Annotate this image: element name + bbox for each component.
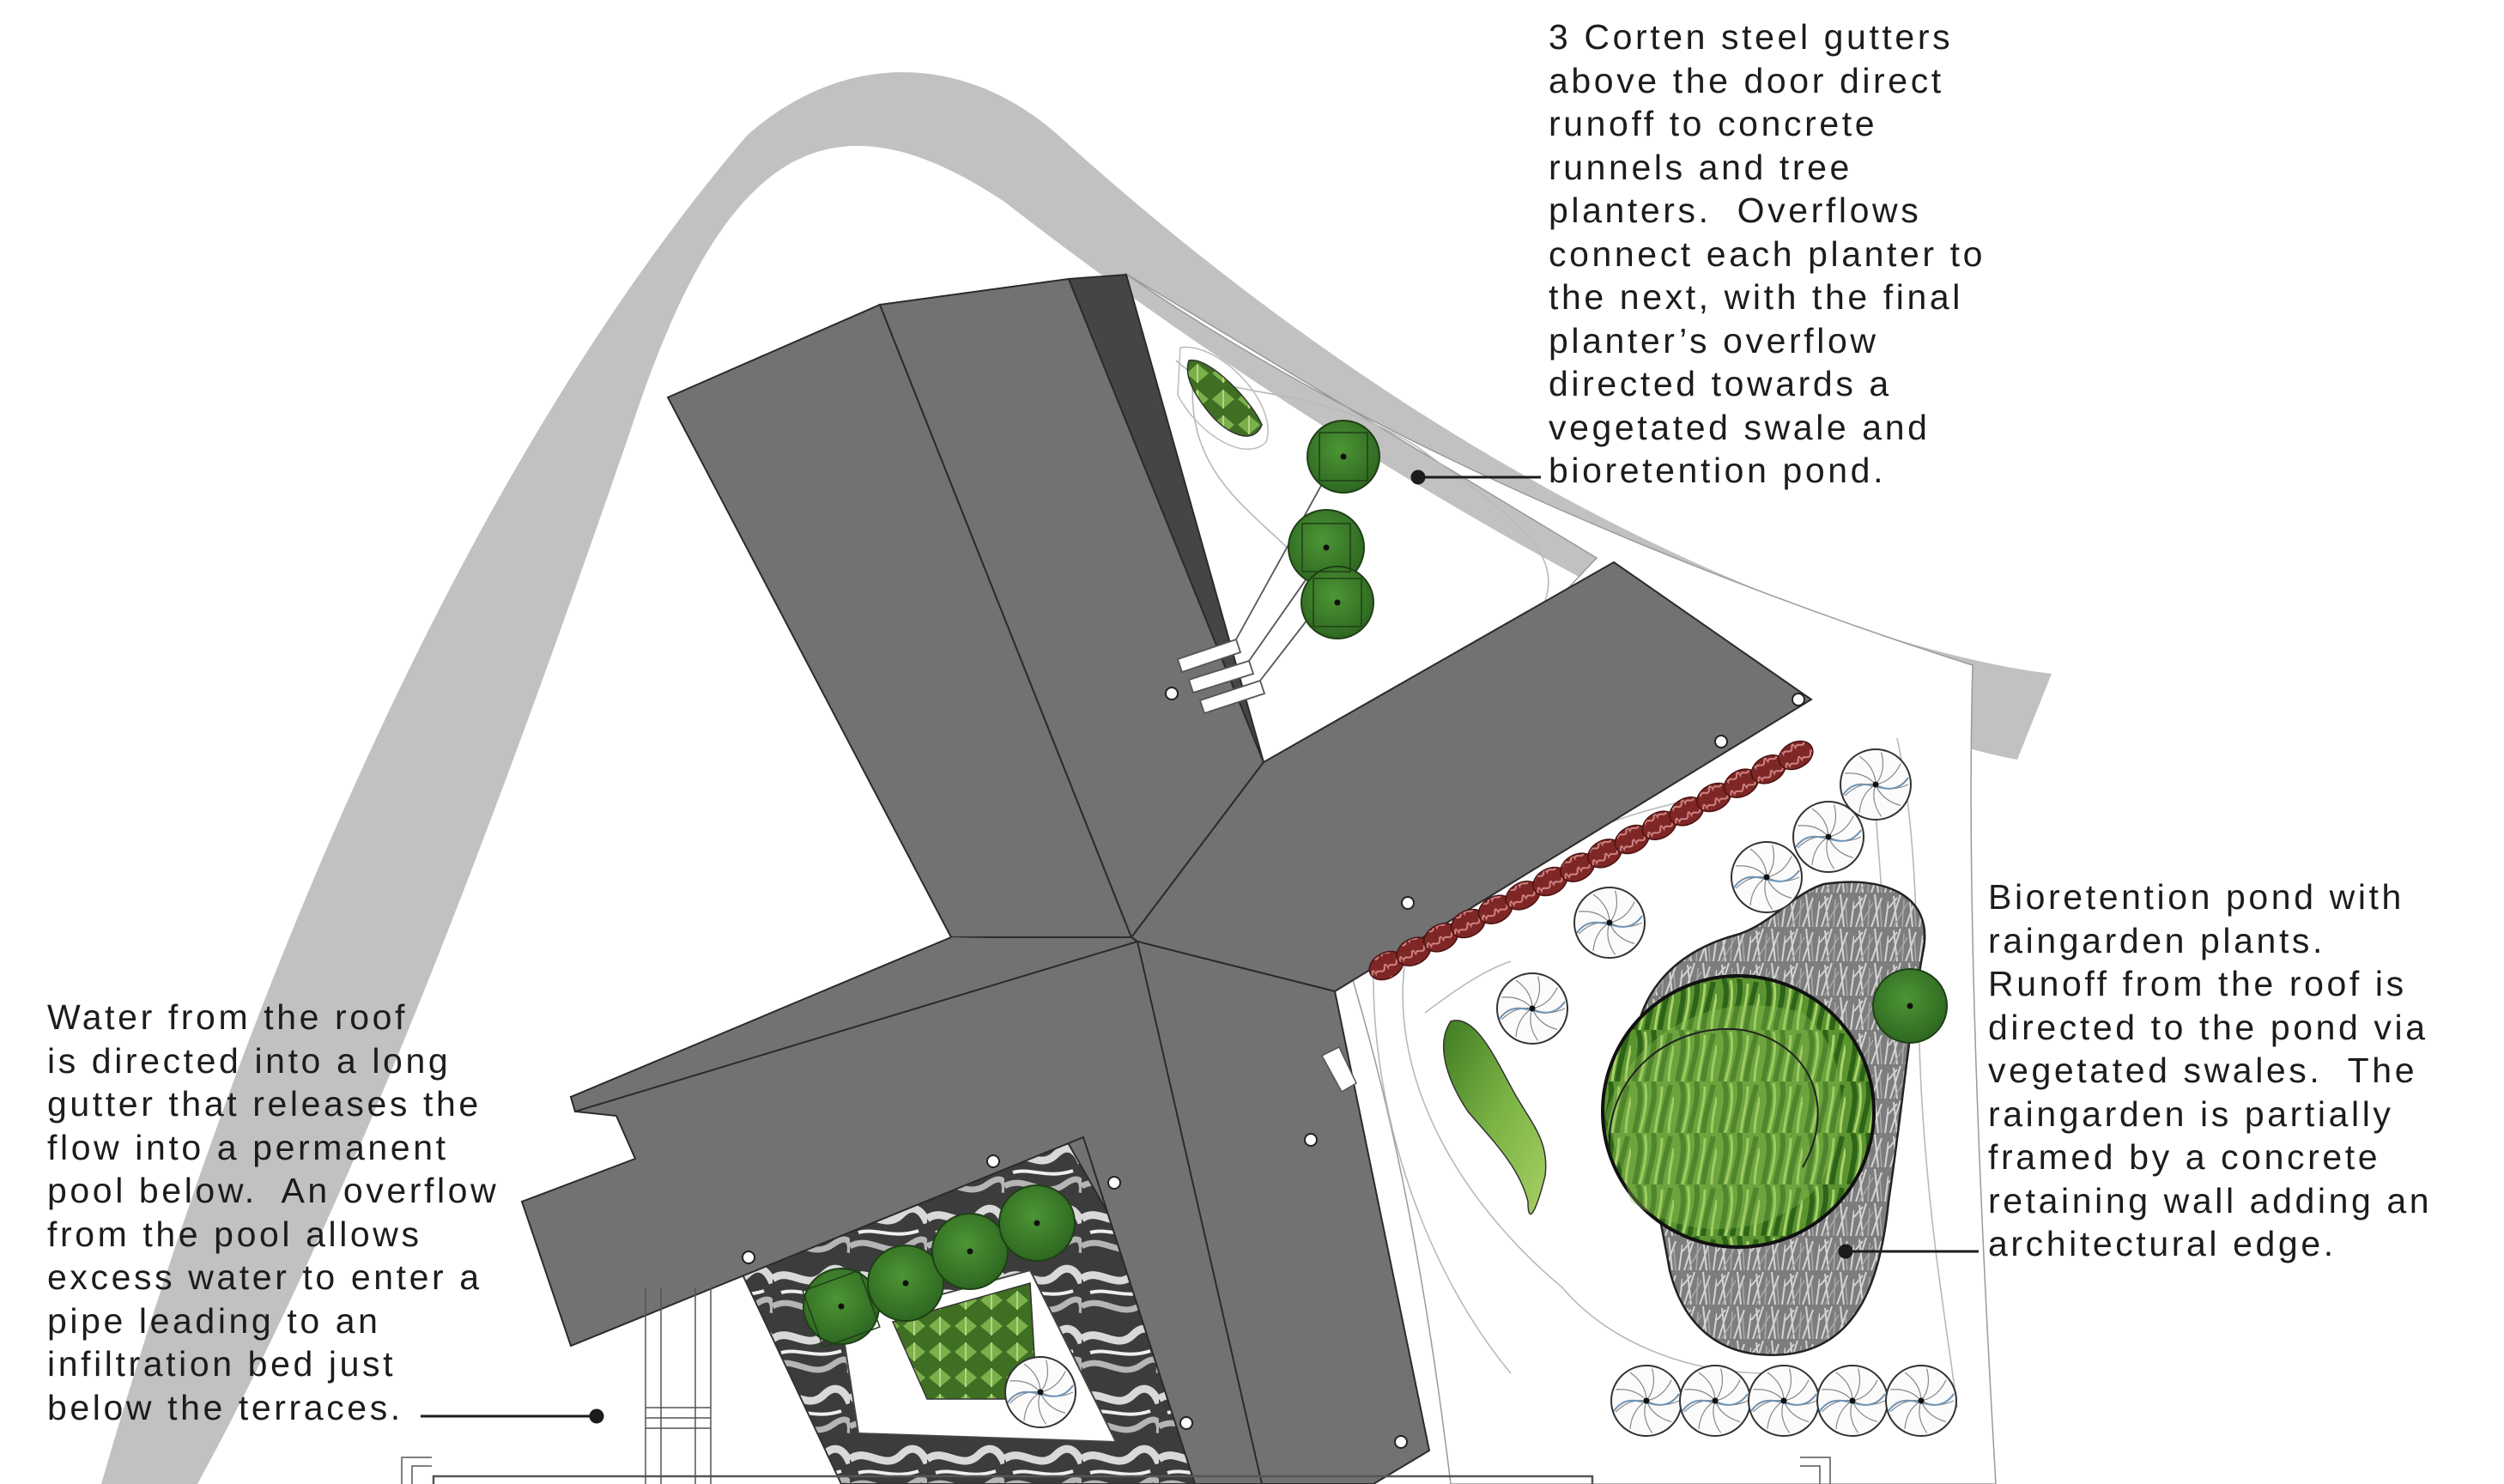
pool-tree-2-icon: [867, 1245, 944, 1322]
terrace-steps: [401, 1045, 1831, 1484]
raingarden-overlay: [1605, 1005, 1841, 1230]
building-roof: [520, 273, 1813, 1484]
raingarden-shrub-2-icon: [1792, 801, 1864, 873]
leader-lines: [421, 469, 1979, 1424]
swale-outline-north: [1177, 346, 1269, 451]
pool-tree-4-icon: [998, 1184, 1076, 1262]
road: [101, 72, 2052, 1484]
pool-tree-frame: [802, 1269, 881, 1348]
pond-contour: [1608, 1027, 1819, 1168]
tree-planter-box-2: [1301, 523, 1351, 572]
tree-planter-3-icon: [1301, 566, 1374, 639]
edge-shrub-4-icon: [1816, 1365, 1889, 1437]
annotation-roof-water-pool: Water from the roof is directed into a l…: [47, 997, 500, 1427]
annotation-bioretention-pond: Bioretention pond with raingarden plants…: [1988, 877, 2433, 1263]
edge-shrub-2-icon: [1679, 1365, 1751, 1437]
concrete-runnels: [1176, 475, 1328, 715]
raingarden-shrub-5-icon: [1496, 972, 1568, 1045]
pool-shrub-icon: [1004, 1356, 1076, 1428]
edge-shrub-3-icon: [1748, 1365, 1820, 1437]
pond-swale: [1443, 1020, 1547, 1215]
raingarden-shrub-4-icon: [1573, 887, 1646, 959]
shrub-16: [1778, 740, 1814, 771]
raingarden-shrub-1-icon: [1840, 748, 1912, 821]
downspout-markers: [742, 687, 1805, 1449]
tree-planter-1-icon: [1307, 420, 1380, 494]
shrub-row: [1368, 740, 1814, 981]
pond-tree-icon: [1872, 968, 1948, 1044]
trees: [802, 420, 1957, 1437]
tree-planter-box-3: [1313, 578, 1362, 627]
raingarden-shrub-3-icon: [1731, 841, 1803, 913]
edge-shrub-1-icon: [1610, 1365, 1682, 1437]
edge-shrub-5-icon: [1885, 1365, 1957, 1437]
tree-planter-box-1: [1319, 432, 1368, 482]
pool-tree-3-icon: [931, 1213, 1009, 1290]
vegetation-patch-north: [1186, 360, 1263, 437]
annotation-corten-gutters: 3 Corten steel gutters above the door di…: [1549, 17, 1986, 490]
